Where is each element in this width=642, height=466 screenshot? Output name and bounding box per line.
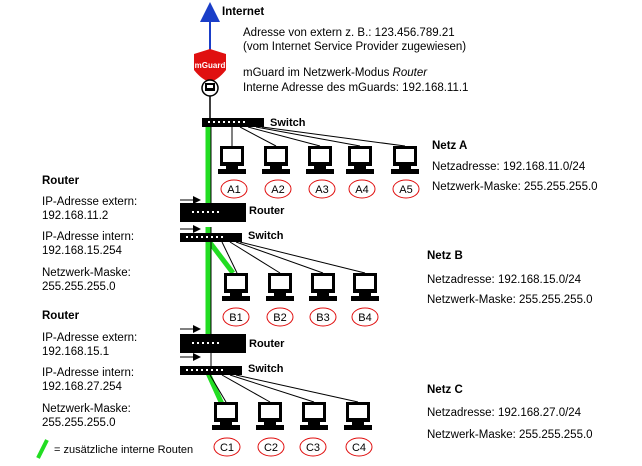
net-c-mask: Netzwerk-Maske: 255.255.255.0 <box>427 429 593 441</box>
router2-ext-value: 192.168.15.1 <box>42 346 109 358</box>
host-b4-label: B4 <box>358 312 371 324</box>
router1-mask-label: Netzwerk-Maske: <box>42 267 131 279</box>
host-b3-icon <box>309 273 337 301</box>
net-c-title: Netz C <box>427 384 463 396</box>
router1-ext-label: IP-Adresse extern: <box>42 196 137 208</box>
host-a4-icon <box>346 146 374 174</box>
router2-mask-value: 255.255.255.0 <box>42 417 116 429</box>
host-c1-label: C1 <box>220 442 234 454</box>
net-b-title: Netz B <box>427 250 463 262</box>
internet-label: Internet <box>222 6 264 18</box>
host-b2-icon <box>266 273 294 301</box>
router1-int-value: 192.168.15.254 <box>42 245 123 257</box>
host-a5-icon <box>391 146 419 174</box>
mguard-device: mGuard <box>194 49 226 97</box>
router2-device-label: Router <box>249 338 285 350</box>
switch-a <box>202 118 264 127</box>
router1-title: Router <box>42 175 80 187</box>
legend-text: = zusätzliche interne Routen <box>54 444 193 456</box>
host-a3-icon <box>306 146 334 174</box>
host-c3-icon <box>300 402 328 430</box>
net-a-address: Netzadresse: 192.168.11.0/24 <box>432 161 586 173</box>
mguard-mode: mGuard im Netzwerk-Modus Router <box>243 67 428 79</box>
host-b2-label: B2 <box>273 312 286 324</box>
router2-ext-label: IP-Adresse extern: <box>42 332 137 344</box>
router2-device <box>180 334 246 353</box>
host-c2-icon <box>256 402 284 430</box>
router2-title: Router <box>42 310 80 322</box>
external-address: Adresse von extern z. B.: 123.456.789.21 <box>243 27 455 39</box>
host-a2-label: A2 <box>271 184 284 196</box>
host-a3-label: A3 <box>315 184 328 196</box>
router1-ext-value: 192.168.11.2 <box>42 210 108 222</box>
host-a4-label: A4 <box>355 184 368 196</box>
host-b4-icon <box>351 273 379 301</box>
host-b1-label: B1 <box>229 312 242 324</box>
host-a5-label: A5 <box>399 184 412 196</box>
net-a-title: Netz A <box>432 140 467 152</box>
router1-device <box>180 203 246 222</box>
host-a2-icon <box>262 146 290 174</box>
host-c4-icon <box>344 402 372 430</box>
router1-mask-value: 255.255.255.0 <box>42 281 116 293</box>
switch-a-label: Switch <box>270 117 306 129</box>
router1-device-label: Router <box>249 205 285 217</box>
router2-int-value: 192.168.27.254 <box>42 381 123 393</box>
router1-int-label: IP-Adresse intern: <box>42 231 134 243</box>
external-address-note: (vom Internet Service Provider zugewiese… <box>243 41 466 53</box>
host-a1-label: A1 <box>227 184 240 196</box>
host-b1-icon <box>222 273 250 301</box>
legend-swatch <box>36 439 49 459</box>
router2-mask-label: Netzwerk-Maske: <box>42 403 131 415</box>
net-c-address: Netzadresse: 192.168.27.0/24 <box>427 407 582 419</box>
switch-b <box>180 233 242 242</box>
switch-c-label: Switch <box>248 363 284 375</box>
host-c2-label: C2 <box>264 442 278 454</box>
net-b-address: Netzadresse: 192.168.15.0/24 <box>427 274 582 286</box>
net-a-mask: Netzwerk-Maske: 255.255.255.0 <box>432 181 598 193</box>
host-c4-label: C4 <box>352 442 366 454</box>
net-b-mask: Netzwerk-Maske: 255.255.255.0 <box>427 294 593 306</box>
host-c3-label: C3 <box>306 442 320 454</box>
host-c1-icon <box>212 402 240 430</box>
switch-c <box>180 366 242 375</box>
internal-routes <box>205 124 235 406</box>
mguard-logo: mGuard <box>195 61 226 70</box>
host-a1-icon <box>218 146 246 174</box>
switch-b-label: Switch <box>248 230 284 242</box>
mguard-internal-address: Interne Adresse des mGuards: 192.168.11.… <box>243 82 468 94</box>
router2-int-label: IP-Adresse intern: <box>42 367 134 379</box>
host-b3-label: B3 <box>316 312 329 324</box>
